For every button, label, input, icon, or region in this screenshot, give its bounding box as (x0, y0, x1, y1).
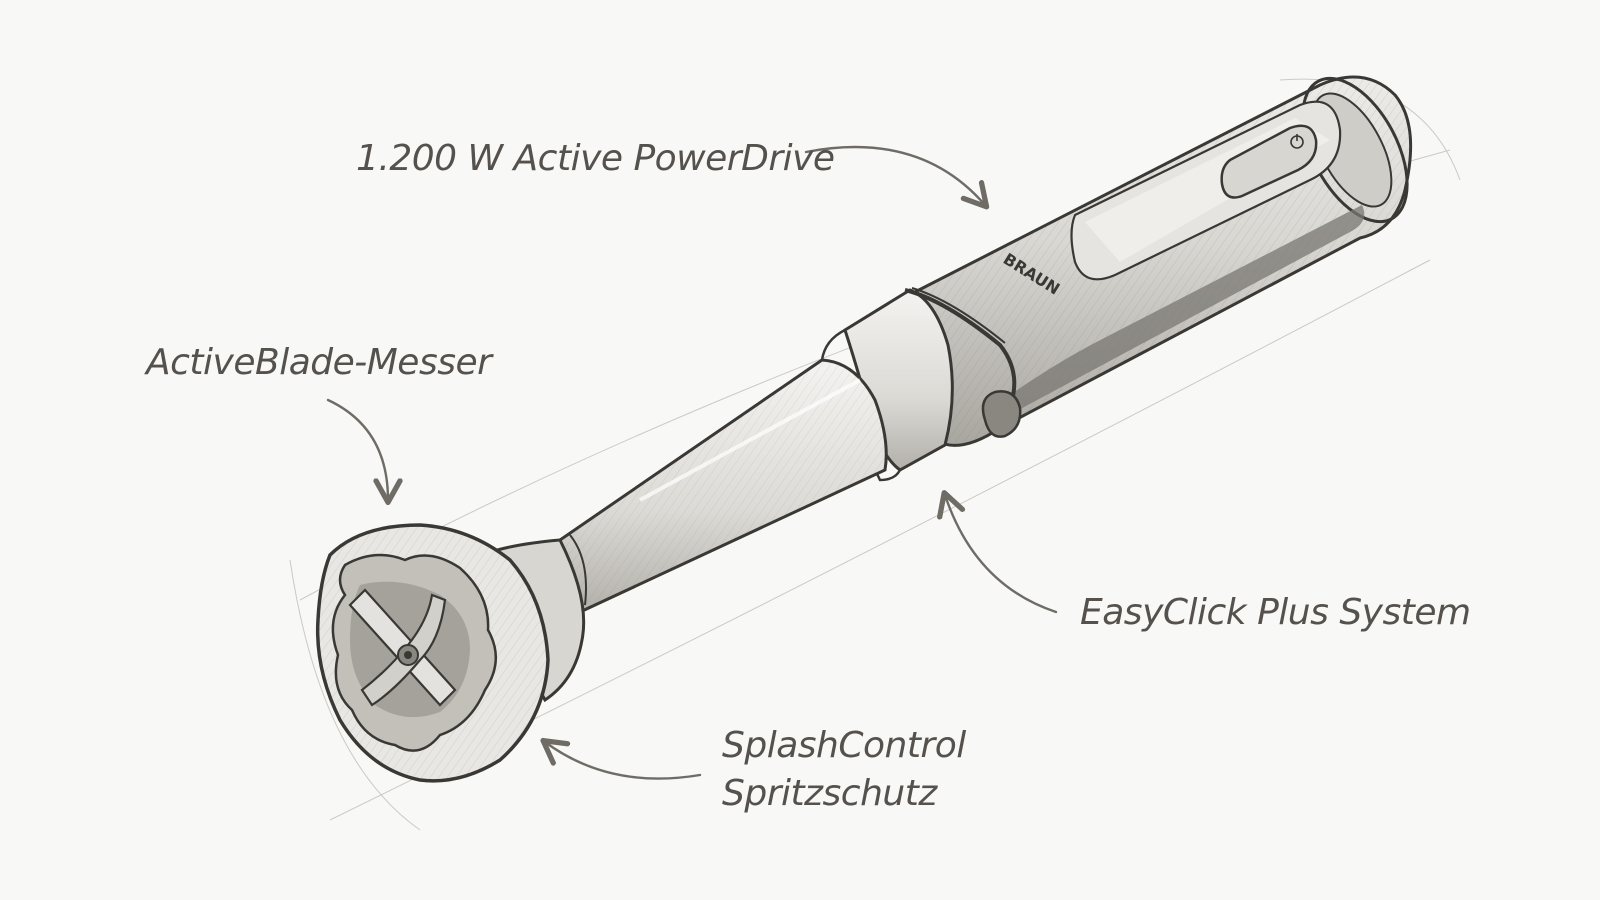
arrow-splash (545, 742, 702, 780)
arrow-blade (326, 398, 388, 500)
label-splashcontrol-line2: Spritzschutz (722, 773, 937, 814)
label-splashcontrol: SplashControl Spritzschutz (722, 722, 966, 818)
annotation-arrows (326, 145, 1058, 780)
label-active-powerdrive: 1.200 W Active PowerDrive (356, 138, 835, 179)
arrow-power (804, 145, 985, 205)
blade (348, 588, 457, 707)
blender-shaft (544, 358, 888, 614)
motor-handle: BRAUN (898, 75, 1413, 447)
label-activeblade: ActiveBlade-Messer (146, 342, 492, 383)
coupling-collar (820, 287, 1022, 482)
label-splashcontrol-line1: SplashControl (722, 725, 966, 766)
power-button (1220, 124, 1318, 199)
blade-guard (315, 523, 586, 783)
label-easyclick: EasyClick Plus System (1080, 592, 1471, 633)
arrow-easyclick (945, 495, 1058, 614)
